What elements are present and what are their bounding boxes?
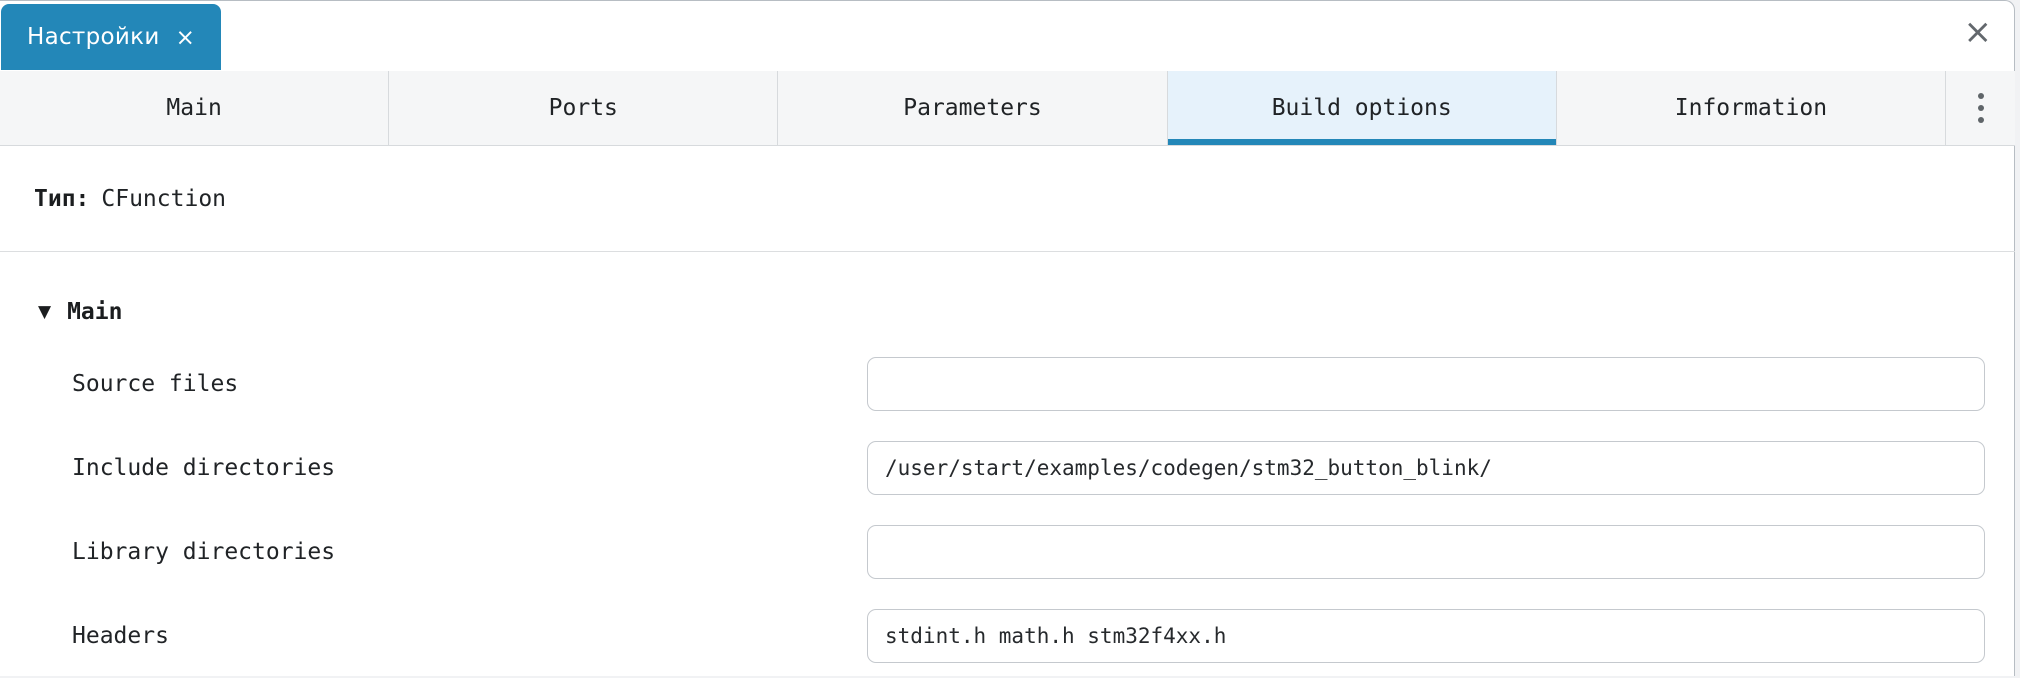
- tab-information[interactable]: Information: [1556, 71, 1947, 145]
- section-title: Main: [67, 299, 123, 325]
- include-directories-label: Include directories: [72, 455, 336, 481]
- tab-bar: Main Ports Parameters Build options Info…: [0, 71, 2016, 146]
- tab-build-options[interactable]: Build options: [1167, 71, 1557, 145]
- headers-label: Headers: [72, 623, 169, 649]
- document-tab-settings[interactable]: Настройки ×: [1, 4, 221, 70]
- field-row-headers: Headers: [0, 594, 2015, 678]
- tab-parameters[interactable]: Parameters: [778, 71, 1168, 145]
- type-row: Тип: CFunction: [0, 146, 2015, 251]
- document-tab-close-icon[interactable]: ×: [175, 24, 195, 51]
- document-tab-title: Настройки: [27, 24, 160, 50]
- type-value: CFunction: [101, 185, 227, 212]
- collapse-triangle-icon: ▼: [38, 302, 52, 322]
- headers-input[interactable]: [867, 609, 1985, 663]
- type-label: Тип:: [34, 185, 90, 212]
- section-divider: [0, 251, 2015, 252]
- kebab-vertical-icon[interactable]: [1946, 71, 2016, 145]
- include-directories-input[interactable]: [867, 441, 1985, 495]
- field-row-source-files: Source files: [0, 342, 2015, 426]
- field-row-include-directories: Include directories: [0, 426, 2015, 510]
- library-directories-label: Library directories: [72, 539, 336, 565]
- tab-ports[interactable]: Ports: [389, 71, 779, 145]
- field-row-library-directories: Library directories: [0, 510, 2015, 594]
- tab-main[interactable]: Main: [0, 71, 390, 145]
- source-files-label: Source files: [72, 371, 239, 397]
- source-files-input[interactable]: [867, 357, 1985, 411]
- library-directories-input[interactable]: [867, 525, 1985, 579]
- section-header-main[interactable]: ▼ Main: [0, 282, 2015, 342]
- build-options-content: Тип: CFunction ▼ Main Source files Inclu…: [0, 146, 2015, 678]
- close-icon[interactable]: ×: [1963, 12, 1993, 52]
